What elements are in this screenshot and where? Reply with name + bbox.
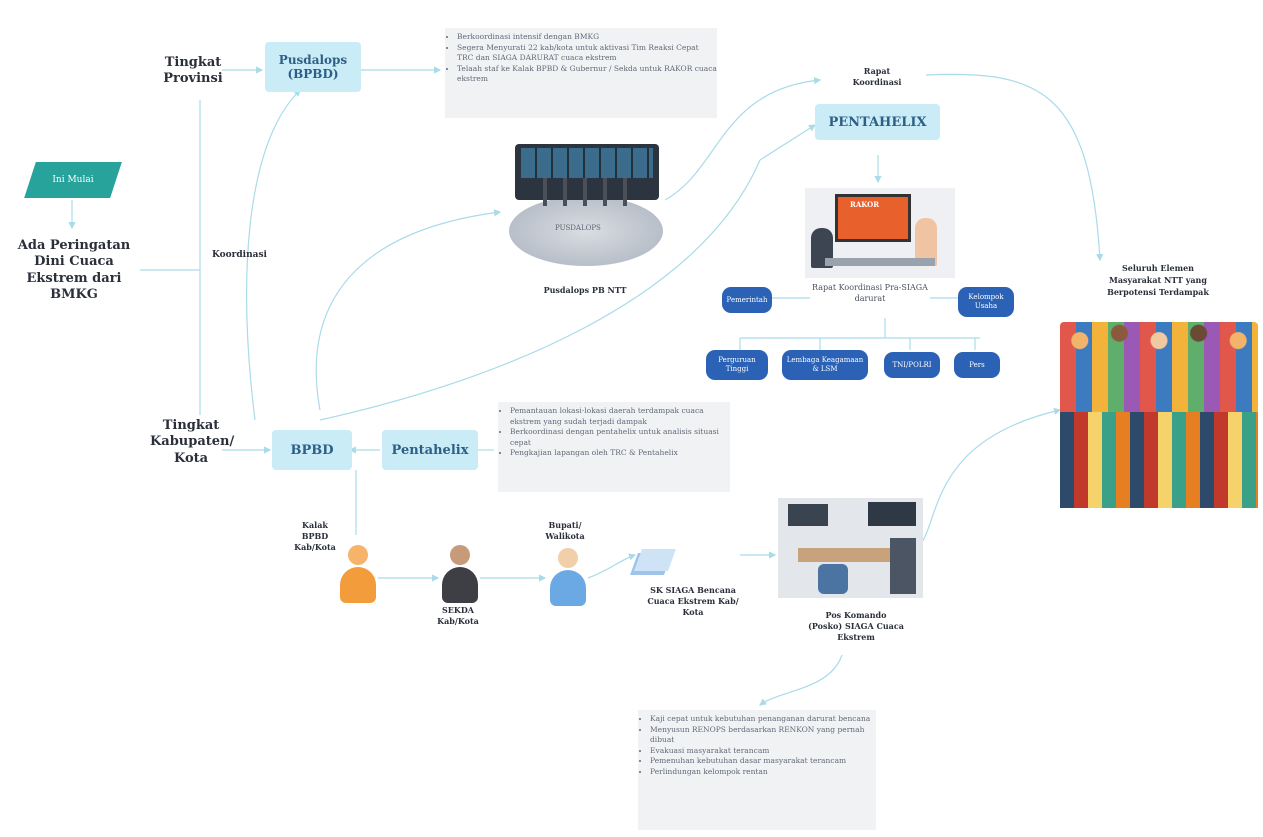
sekda-avatar xyxy=(440,545,480,605)
rakor-illustration: RAKOR xyxy=(805,188,955,278)
community-label: Seluruh Elemen Masyarakat NTT yang Berpo… xyxy=(1107,263,1209,297)
posko-bullet-1: Kaji cepat untuk kebutuhan penanganan da… xyxy=(650,714,876,725)
rapat-koordinasi-label: Rapat Koordinasi xyxy=(852,66,902,87)
stakeholder-lembaga: Lembaga Keagamaan & LSM xyxy=(782,350,868,380)
level-regency: Tingkat Kabupaten/ Kota xyxy=(150,418,235,466)
pentahelix-box: Pentahelix xyxy=(382,430,478,470)
province-bullet-3: Telaah staf ke Kalak BPBD & Gubernur / S… xyxy=(457,64,717,85)
rakor-screen-text: RAKOR xyxy=(850,200,880,209)
province-bullet-1: Berkoordinasi intensif dengan BMKG xyxy=(457,32,717,43)
posko-bullets-panel: Kaji cepat untuk kebutuhan penanganan da… xyxy=(638,710,876,830)
posko-bullet-3: Evakuasi masyarakat terancam xyxy=(650,746,876,757)
posko-to-community-curve xyxy=(919,407,1062,546)
kalak-avatar xyxy=(338,545,378,605)
bupati-to-sk-arrow xyxy=(587,553,637,579)
stakeholder-kelompok-usaha: Kelompok Usaha xyxy=(958,287,1014,317)
start-label: Ini Mulai xyxy=(52,175,94,185)
center-to-rapat-curve xyxy=(664,77,822,201)
stakeholder-pers: Pers xyxy=(954,352,1000,378)
rakor-caption: Rapat Koordinasi Pra-SIAGA darurat xyxy=(812,283,928,303)
bupati-label: Bupati/ Walikota xyxy=(545,520,585,541)
pentahelix-top-box: PENTAHELIX xyxy=(815,104,940,140)
pentahelix-entry-arrow xyxy=(759,124,817,161)
province-bullet-2: Segera Menyurati 22 kab/kota untuk aktiv… xyxy=(457,43,717,64)
warning-text: Ada Peringatan Dini Cuaca Ekstrem dari B… xyxy=(17,238,131,302)
posko-bullet-2: Menyusun RENOPS berdasarkan RENKON yang … xyxy=(650,725,876,746)
posko-to-bullets-curve xyxy=(759,654,843,706)
stakeholder-perguruan-tinggi: Perguruan Tinggi xyxy=(706,350,768,380)
kalak-label: Kalak BPBD Kab/Kota xyxy=(294,520,336,552)
stakeholder-tni-polri: TNI/POLRI xyxy=(884,352,940,378)
community-crowd-illustration xyxy=(1060,322,1258,508)
level-province: Tingkat Provinsi xyxy=(163,55,223,87)
bpbd-to-pusdalops-center-curve xyxy=(315,209,502,411)
regency-bullet-1: Pemantauan lokasi-lokasi daerah terdampa… xyxy=(510,406,730,427)
pusdalops-illustration: PUSDALOPS xyxy=(505,138,667,270)
posko-illustration xyxy=(778,498,923,598)
regency-bullet-2: Berkoordinasi dengan pentahelix untuk an… xyxy=(510,427,730,448)
bpbd-to-pentahelix-curve xyxy=(319,159,761,421)
pusdalops-screen-text: PUSDALOPS xyxy=(555,224,601,232)
sk-label: SK SIAGA Bencana Cuaca Ekstrem Kab/ Kota xyxy=(647,585,739,617)
koordinasi-label: Koordinasi xyxy=(212,250,267,260)
bpbd-box: BPBD xyxy=(272,430,352,470)
stakeholder-pemerintah: Pemerintah xyxy=(722,287,772,313)
regency-bullets-panel: Pemantauan lokasi-lokasi daerah terdampa… xyxy=(498,402,730,492)
posko-bullet-4: Pemenuhan kebutuhan dasar masyarakat ter… xyxy=(650,756,876,767)
document-stack-icon xyxy=(629,545,677,579)
pusdalops-box: Pusdalops (BPBD) xyxy=(265,42,361,92)
posko-bullet-5: Perlindungan kelompok rentan xyxy=(650,767,876,778)
posko-label: Pos Komando (Posko) SIAGA Cuaca Ekstrem xyxy=(808,610,904,642)
province-bullets-panel: Berkoordinasi intensif dengan BMKG Seger… xyxy=(445,28,717,118)
regency-bullet-3: Pengkajian lapangan oleh TRC & Pentaheli… xyxy=(510,448,730,459)
bupati-avatar xyxy=(548,548,588,608)
rapat-to-community-curve xyxy=(925,73,1104,262)
stakeholder-tree-lines xyxy=(739,318,980,350)
bpbd-to-pusdalops-curve xyxy=(246,89,301,421)
pusdalops-caption: Pusdalops PB NTT xyxy=(543,285,627,295)
sekda-label: SEKDA Kab/Kota xyxy=(437,605,479,626)
